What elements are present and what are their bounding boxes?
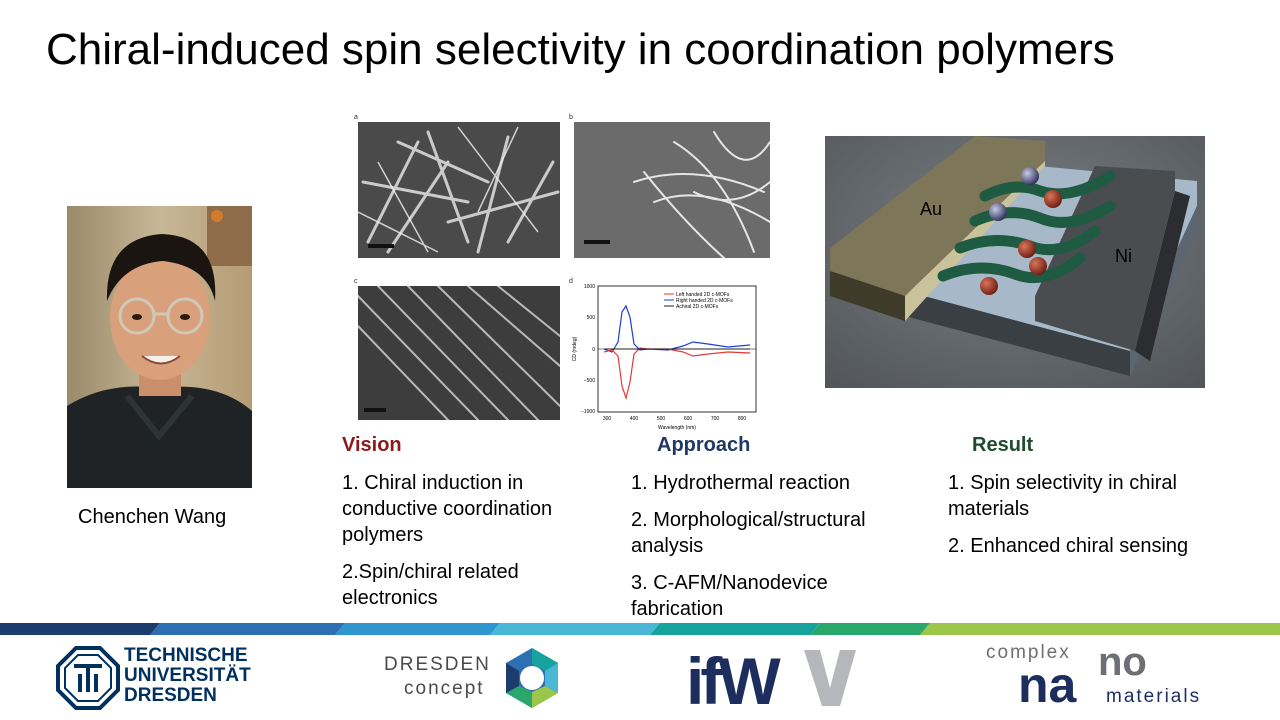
approach-column: Approach 1. Hydrothermal reaction 2. Mor… (631, 432, 921, 633)
panel-label-d: d (569, 278, 573, 285)
approach-item: 3. C-AFM/Nanodevice fabrication (631, 572, 828, 620)
ni-label: Ni (1115, 246, 1132, 266)
cd-curve-left (603, 347, 751, 401)
sem-image-b (574, 122, 770, 258)
person-name: Chenchen Wang (78, 506, 227, 528)
cd-xtick: 600 (684, 416, 693, 422)
portrait-photo (67, 206, 252, 488)
cnm-top-text: complex (986, 642, 1071, 663)
cd-xtick: 500 (657, 416, 666, 422)
cd-curve-right (603, 304, 751, 353)
approach-item: 2. Morphological/structural analysis (631, 509, 866, 557)
sem-image-a (358, 122, 560, 258)
cd-xtick: 300 (603, 416, 612, 422)
cnm-bottom-text: materials (1106, 686, 1202, 707)
cd-ytick: 1000 (584, 284, 595, 290)
vision-item: 2.Spin/chiral related electronics (342, 561, 519, 609)
cd-ylabel: CD (mdeg) (572, 336, 578, 361)
sem-image-c (358, 286, 560, 420)
cd-ytick: −500 (584, 378, 595, 384)
cd-xtick: 800 (738, 416, 747, 422)
vision-column: Vision 1. Chiral induction in conductive… (342, 432, 597, 622)
slide-title: Chiral-induced spin selectivity in coord… (46, 25, 1115, 74)
complex-nano-materials-logo: complex na no materials (986, 640, 1226, 713)
approach-title: Approach (657, 434, 751, 456)
vision-item: 1. Chiral induction in conductive coordi… (342, 472, 553, 546)
cd-xtick: 700 (711, 416, 720, 422)
ifw-text: ifW (686, 644, 781, 710)
tud-logo: TECHNISCHE UNIVERSITÄT DRESDEN (56, 646, 268, 710)
tud-line3: DRESDEN (124, 685, 217, 706)
dresden-concept-line2: concept (404, 678, 485, 699)
cd-spectrum-chart: 1000 500 0 −500 −1000 300 400 500 600 70… (568, 282, 762, 432)
cd-ytick: 0 (592, 347, 595, 353)
cd-xlabel: Wavelength (nm) (658, 425, 696, 431)
panel-label-b: b (569, 114, 573, 121)
dresden-concept-logo: DRESDEN concept (384, 646, 568, 710)
cd-ytick: 500 (587, 315, 596, 321)
cnm-na-text: na (1018, 657, 1077, 713)
dresden-concept-line1: DRESDEN (384, 654, 491, 675)
tud-line2: UNIVERSITÄT (124, 665, 251, 686)
panel-label-a: a (354, 114, 358, 121)
au-label: Au (920, 199, 942, 219)
approach-item: 1. Hydrothermal reaction (631, 472, 850, 494)
result-item: 2. Enhanced chiral sensing (948, 535, 1189, 557)
cd-legend-right: Right handed 2D c-MOFs (676, 298, 733, 304)
result-title: Result (972, 434, 1034, 456)
cnm-no-text: no (1098, 640, 1147, 684)
result-column: Result 1. Spin selectivity in chiral mat… (948, 432, 1238, 570)
vision-title: Vision (342, 434, 402, 456)
cd-legend-left: Left handed 2D c-MOFs (676, 292, 730, 298)
tud-emblem-icon (56, 646, 120, 710)
tud-line1: TECHNISCHE (124, 645, 248, 666)
ifw-logo: ifW (686, 644, 862, 718)
footer-stripe (0, 622, 1280, 635)
cd-ytick: −1000 (581, 409, 595, 415)
panel-label-c: c (354, 278, 358, 285)
device-schematic: Au Ni (825, 136, 1205, 388)
cd-legend-achiral: Achiral 2D c-MOFs (676, 304, 719, 310)
dresden-concept-emblem-icon (506, 648, 558, 708)
result-item: 1. Spin selectivity in chiral materials (948, 472, 1177, 520)
cd-xtick: 400 (630, 416, 639, 422)
